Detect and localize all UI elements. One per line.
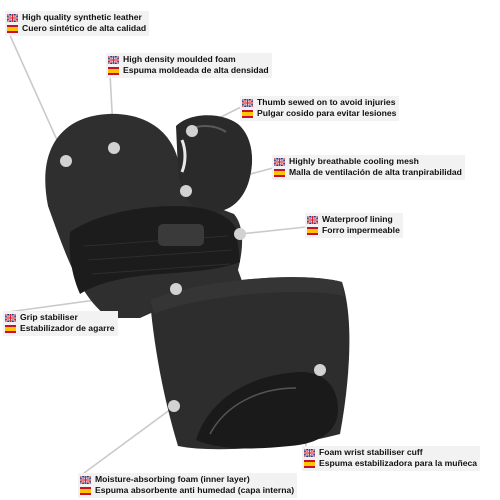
callout-mesh-es: Malla de ventilación de alta tranpirabil… — [289, 167, 462, 177]
uk-flag-icon — [108, 55, 119, 64]
callout-cuff-es: Espuma estabilizadora para la muñeca — [319, 458, 478, 468]
callout-lining-en: Waterproof lining — [322, 214, 393, 224]
callout-moisture: Moisture-absorbing foam (inner layer) Es… — [78, 473, 298, 498]
callout-leather-es: Cuero sintético de alta calidad — [22, 23, 147, 33]
spain-flag-icon — [242, 109, 253, 118]
callout-leather-en: High quality synthetic leather — [22, 12, 142, 22]
callout-lining: Waterproof lining Forro impermeable — [305, 213, 403, 238]
spain-flag-icon — [80, 486, 91, 495]
callout-mesh-en: Highly breathable cooling mesh — [289, 156, 419, 166]
uk-flag-icon — [242, 98, 253, 107]
uk-flag-icon — [80, 475, 91, 484]
callout-moisture-es: Espuma absorbente anti humedad (capa int… — [95, 485, 295, 495]
spain-flag-icon — [5, 324, 16, 333]
callout-markers — [60, 125, 326, 412]
callout-foam: High density moulded foam Espuma moldead… — [106, 53, 272, 78]
callout-thumb-en: Thumb sewed on to avoid injuries — [257, 97, 396, 107]
callout-thumb-es: Pulgar cosido para evitar lesiones — [257, 108, 397, 118]
spain-flag-icon — [307, 226, 318, 235]
spain-flag-icon — [304, 459, 315, 468]
spain-flag-icon — [7, 24, 18, 33]
callout-cuff-en: Foam wrist stabiliser cuff — [319, 447, 423, 457]
callout-cuff: Foam wrist stabiliser cuff Espuma estabi… — [302, 446, 481, 471]
spain-flag-icon — [274, 168, 285, 177]
glove-body — [45, 113, 350, 450]
spain-flag-icon — [108, 66, 119, 75]
callout-grip: Grip stabiliser Estabilizador de agarre — [3, 311, 118, 336]
uk-flag-icon — [7, 13, 18, 22]
callout-lining-es: Forro impermeable — [322, 225, 400, 235]
uk-flag-icon — [274, 157, 285, 166]
callout-moisture-en: Moisture-absorbing foam (inner layer) — [95, 474, 250, 484]
callout-leather: High quality synthetic leather Cuero sin… — [5, 11, 150, 36]
uk-flag-icon — [304, 448, 315, 457]
callout-thumb: Thumb sewed on to avoid injuries Pulgar … — [240, 96, 400, 121]
callout-foam-en: High density moulded foam — [123, 54, 236, 64]
callout-mesh: Highly breathable cooling mesh Malla de … — [272, 155, 465, 180]
callout-grip-en: Grip stabiliser — [20, 312, 78, 322]
callout-grip-es: Estabilizador de agarre — [20, 323, 115, 333]
uk-flag-icon — [5, 313, 16, 322]
uk-flag-icon — [307, 215, 318, 224]
callout-foam-es: Espuma moldeada de alta densidad — [123, 65, 269, 75]
